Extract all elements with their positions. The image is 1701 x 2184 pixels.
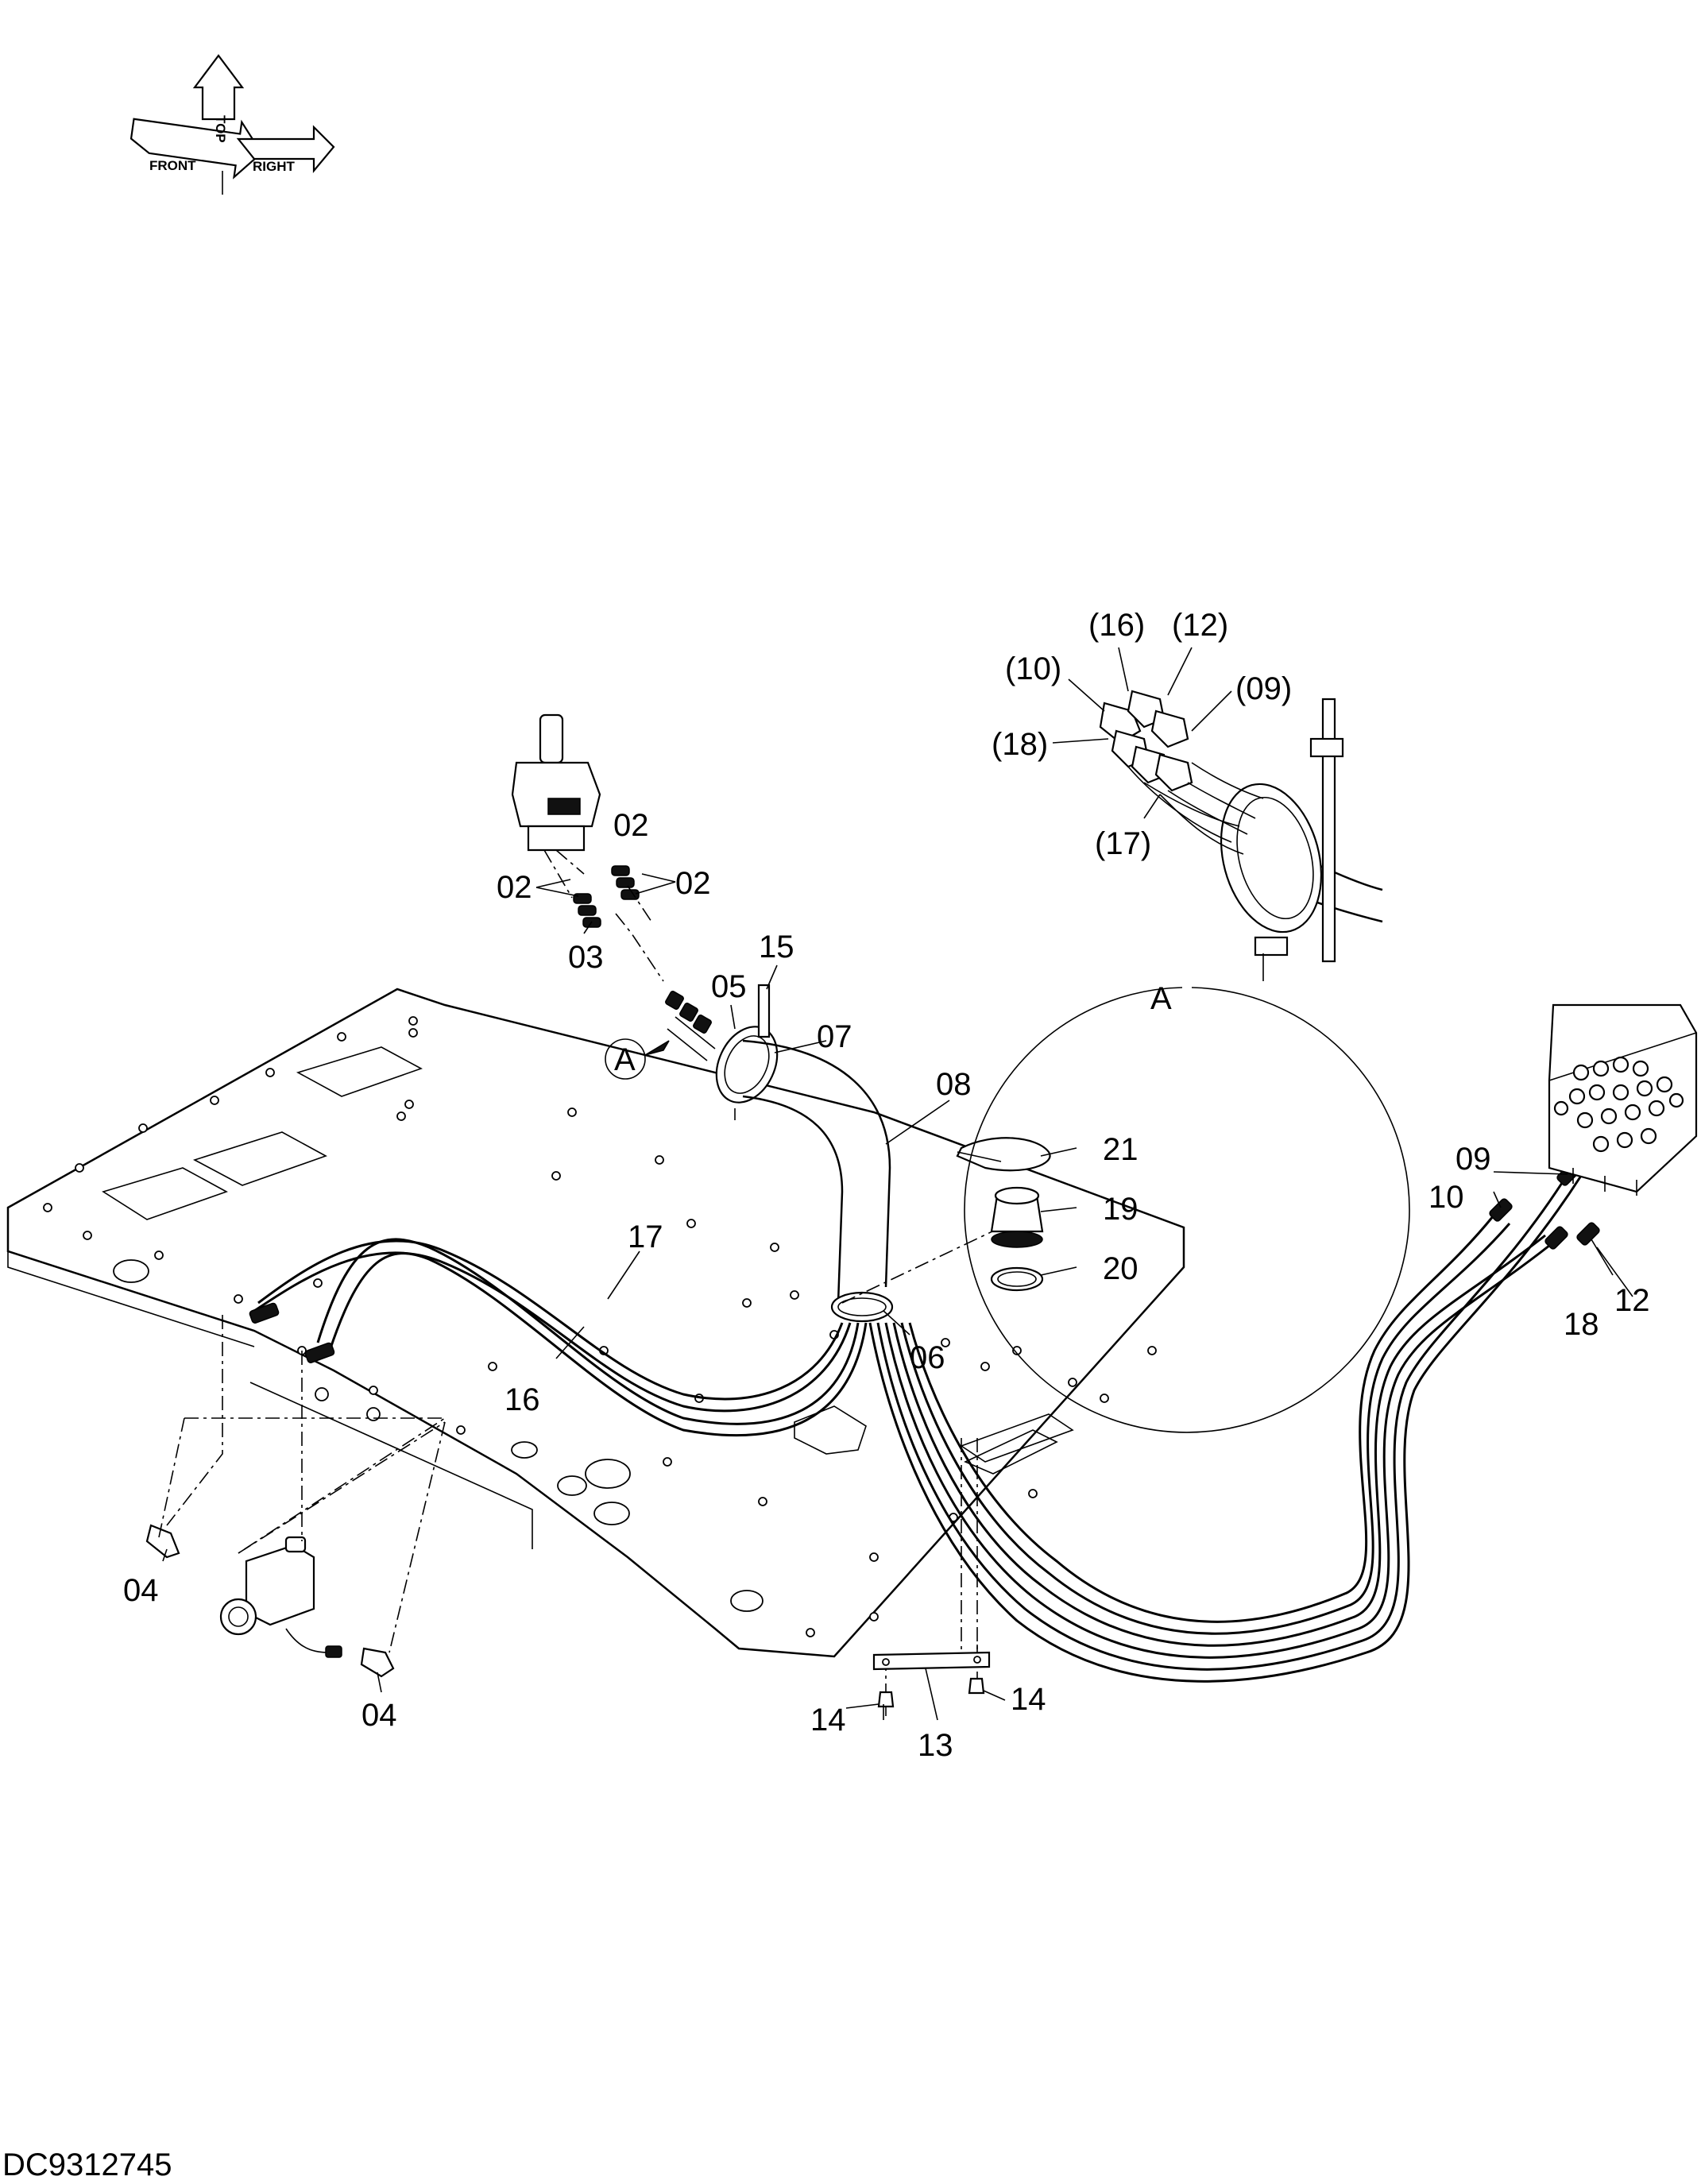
label-part-07: 07 — [817, 1019, 852, 1054]
plate-cutout — [794, 1405, 867, 1455]
part-02-fittings — [573, 865, 640, 928]
label-part-18: 18 — [1564, 1307, 1599, 1342]
valve-ports — [1553, 1056, 1684, 1153]
part-19-cap — [990, 1186, 1044, 1248]
label-part-14: 14 — [810, 1703, 846, 1738]
label-part-04: 04 — [123, 1573, 159, 1608]
hose-bundle-connector — [665, 991, 716, 1061]
top-label: TOP — [213, 115, 228, 143]
label-detail-09: (09) — [1235, 671, 1292, 706]
plate-cutout — [964, 1429, 1058, 1475]
part-07-grommet — [715, 1026, 779, 1104]
label-part-05: 05 — [711, 969, 747, 1004]
label-detail-16: (16) — [1088, 608, 1145, 643]
callout-a-marker — [605, 1038, 670, 1080]
drawing-code: DC9312745 — [2, 2147, 172, 2182]
assembly-lines — [158, 885, 1010, 1696]
label-part-10: 10 — [1428, 1180, 1464, 1215]
floor-plate — [6, 988, 1185, 1658]
label-callout-a: A — [614, 1042, 636, 1077]
plate-hole — [557, 1475, 587, 1496]
leader-lines — [162, 873, 1633, 1721]
part-06-clamp — [830, 1291, 894, 1323]
arrow-top-icon — [192, 54, 245, 121]
label-detail-12: (12) — [1172, 608, 1228, 643]
plate-hole — [593, 1502, 630, 1525]
label-part-08: 08 — [936, 1067, 972, 1102]
label-part-15: 15 — [759, 930, 794, 964]
plate-hole — [585, 1459, 631, 1489]
plate-hole — [730, 1590, 764, 1612]
plate-hole — [511, 1441, 538, 1459]
part-14-bolts — [877, 1677, 985, 1708]
arrow-front-icon — [130, 118, 263, 180]
plate-cutout — [102, 1167, 228, 1220]
label-part-20: 20 — [1103, 1251, 1139, 1286]
plate-cutout — [296, 1046, 423, 1097]
part-21-band — [956, 1137, 1051, 1172]
pilot-valve — [511, 713, 601, 899]
label-part-14: 14 — [1011, 1682, 1046, 1717]
plate-hole — [113, 1259, 149, 1283]
hoses-16-17 — [249, 1238, 868, 1437]
label-part-12: 12 — [1614, 1283, 1650, 1318]
label-part-02: 02 — [613, 808, 649, 843]
label-detail-18: (18) — [992, 727, 1048, 762]
plate-cutout — [960, 1413, 1074, 1463]
control-valve — [1548, 1003, 1698, 1196]
label-detail-10: (10) — [1005, 651, 1061, 686]
right-label: RIGHT — [253, 159, 296, 174]
part-13-plate — [872, 1651, 991, 1671]
label-part-09: 09 — [1456, 1142, 1491, 1177]
part-08-sleeve — [742, 1039, 891, 1304]
label-part-17: 17 — [628, 1220, 663, 1254]
detail-fittings — [1099, 690, 1264, 855]
label-part-19: 19 — [1103, 1192, 1139, 1227]
plate-bolt-holes — [43, 1016, 1157, 1637]
label-detail-17: (17) — [1095, 826, 1151, 861]
label-part-21: 21 — [1103, 1132, 1139, 1167]
label-part-13: 13 — [918, 1728, 953, 1763]
label-part-02: 02 — [675, 866, 711, 901]
plate-cutout — [192, 1131, 327, 1186]
shuttle-valve — [219, 1536, 342, 1658]
orientation-indicator: FRONT TOP RIGHT — [130, 54, 335, 195]
detail-view-a — [964, 647, 1410, 1433]
label-part-02: 02 — [497, 870, 532, 905]
label-part-04: 04 — [361, 1698, 397, 1733]
label-part-06: 06 — [910, 1340, 945, 1375]
label-detail-title: A — [1150, 981, 1172, 1016]
label-part-16: 16 — [505, 1382, 540, 1417]
hoses-to-control-valve — [868, 1162, 1600, 1683]
part-20-o-ring — [990, 1266, 1044, 1292]
front-label: FRONT — [149, 158, 196, 173]
label-part-03: 03 — [568, 940, 604, 975]
arrow-right-icon — [236, 125, 335, 174]
part-04-fittings — [145, 1524, 395, 1678]
part-15-tie — [734, 984, 771, 1120]
